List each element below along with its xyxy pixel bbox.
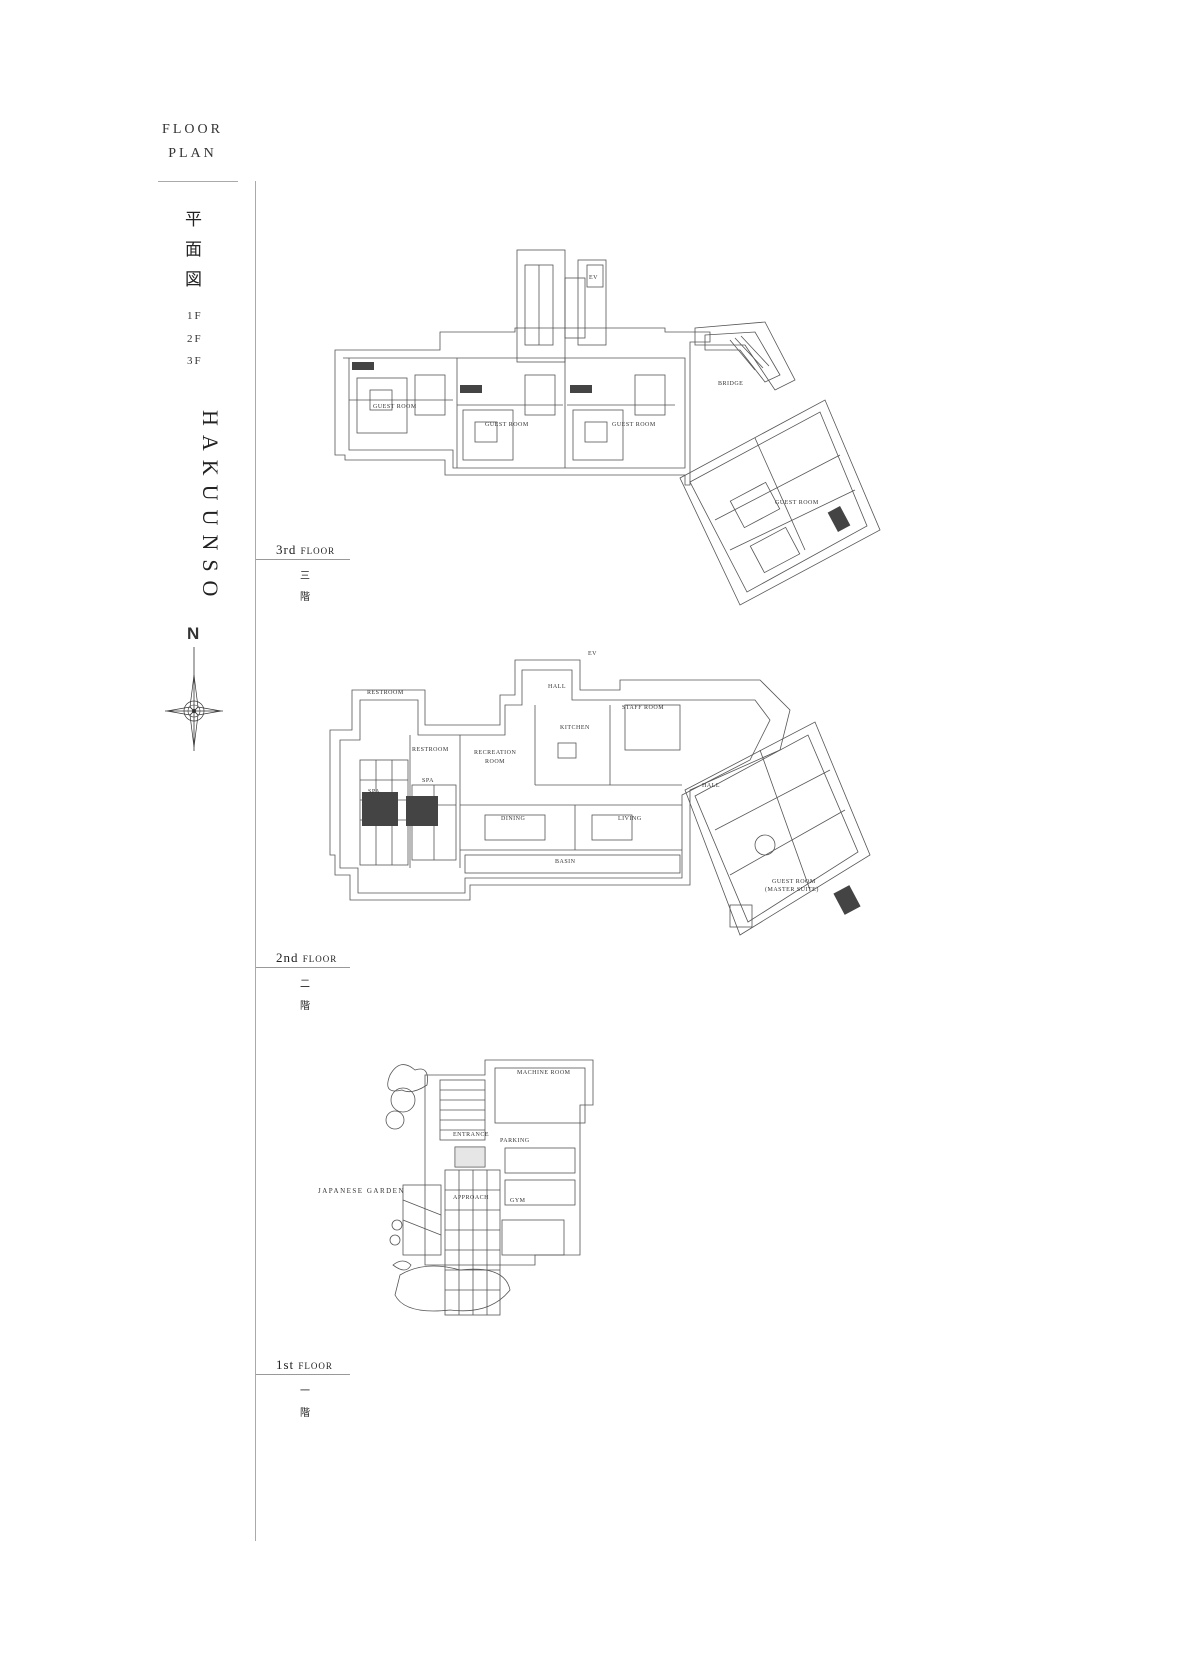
floor-label-3rd-num: 3rd: [276, 542, 297, 557]
building-name: HAKUUNSO: [198, 410, 223, 606]
label-2f-spa-2: SPA: [422, 778, 434, 784]
label-1f-gym: GYM: [510, 1198, 526, 1204]
north-label: N: [187, 624, 200, 643]
floor-code-1f: 1F: [187, 310, 203, 322]
floor-label-1st: 1st Floor: [276, 1357, 333, 1373]
floor-label-2nd-text: Floor: [302, 954, 338, 964]
label-2f-dining: DINING: [501, 816, 525, 822]
compass-icon: [165, 647, 223, 751]
floor-kanji-1st-top: 一: [300, 1386, 310, 1397]
label-1f-entrance: ENTRANCE: [453, 1132, 489, 1138]
label-2f-basin: BASIN: [555, 859, 576, 865]
third-floor-plan: GUEST ROOM GUEST ROOM GUEST ROOM GUEST R…: [334, 249, 881, 606]
label-2f-hall-1: HALL: [548, 684, 566, 690]
floor-label-2nd-num: 2nd: [276, 950, 299, 965]
label-2f-recreation-1: RECREATION: [474, 750, 517, 756]
header-divider: [158, 181, 238, 182]
kanji-zu: 図: [185, 270, 202, 289]
floor-label-2nd: 2nd Floor: [276, 950, 337, 966]
title-floor: FLOOR: [162, 122, 223, 137]
label-1f-machine-room: MACHINE ROOM: [517, 1070, 571, 1076]
kanji-men: 面: [185, 240, 202, 259]
floor-kanji-3rd-top: 三: [300, 571, 310, 582]
label-2f-living: LIVING: [618, 816, 642, 822]
floor-kanji-2nd-top: 二: [300, 979, 310, 990]
floor-label-3rd-text: Floor: [300, 546, 336, 556]
kanji-hei: 平: [185, 210, 202, 229]
floor-label-1st-num: 1st: [276, 1357, 295, 1372]
floor-label-1st-text: Floor: [298, 1361, 333, 1371]
label-2f-kitchen: KITCHEN: [560, 725, 590, 731]
floor-rule-1st: [256, 1374, 350, 1375]
label-1f-parking: PARKING: [500, 1138, 530, 1144]
label-3f-guest-room-2: GUEST ROOM: [485, 422, 529, 428]
label-2f-master-suite: (MASTER SUITE): [765, 886, 819, 893]
label-1f-approach: APPROACH: [453, 1195, 489, 1201]
floor-kanji-2nd-bottom: 階: [300, 1001, 310, 1012]
floor-kanji-1st-bottom: 階: [300, 1408, 310, 1419]
floor-kanji-3rd-bottom: 階: [300, 592, 310, 603]
floor-rule-3rd: [256, 559, 350, 560]
label-2f-spa-1: SPA: [368, 789, 380, 795]
label-2f-restroom-1: RESTROOM: [367, 690, 404, 696]
floor-code-2f: 2F: [187, 333, 203, 345]
floor-rule-2nd: [256, 967, 350, 968]
label-2f-hall-2: HALL: [702, 783, 720, 789]
floor-code-3f: 3F: [187, 355, 203, 367]
label-2f-ev: EV: [588, 651, 597, 657]
first-floor-plan: MACHINE ROOM ENTRANCE PARKING APPROACH G…: [385, 1059, 594, 1316]
label-2f-recreation-2: ROOM: [485, 759, 505, 765]
floor-label-3rd: 3rd Floor: [276, 542, 335, 558]
label-3f-guest-room-4: GUEST ROOM: [775, 500, 819, 506]
label-3f-guest-room-1: GUEST ROOM: [373, 404, 417, 410]
label-3f-guest-room-3: GUEST ROOM: [612, 422, 656, 428]
vertical-rule: [255, 181, 256, 1541]
label-3f-bridge: BRIDGE: [718, 381, 743, 387]
label-2f-staff-room: STAFF ROOM: [622, 705, 664, 711]
label-2f-restroom-2: RESTROOM: [412, 747, 449, 753]
second-floor-plan: RESTROOM RESTROOM SPA SPA RECREATION ROO…: [329, 651, 871, 936]
label-2f-guest-room: GUEST ROOM: [772, 879, 816, 885]
label-3f-ev: EV: [589, 275, 598, 281]
label-1f-japanese-garden: JAPANESE GARDEN: [318, 1187, 406, 1195]
title-plan: PLAN: [168, 146, 217, 161]
